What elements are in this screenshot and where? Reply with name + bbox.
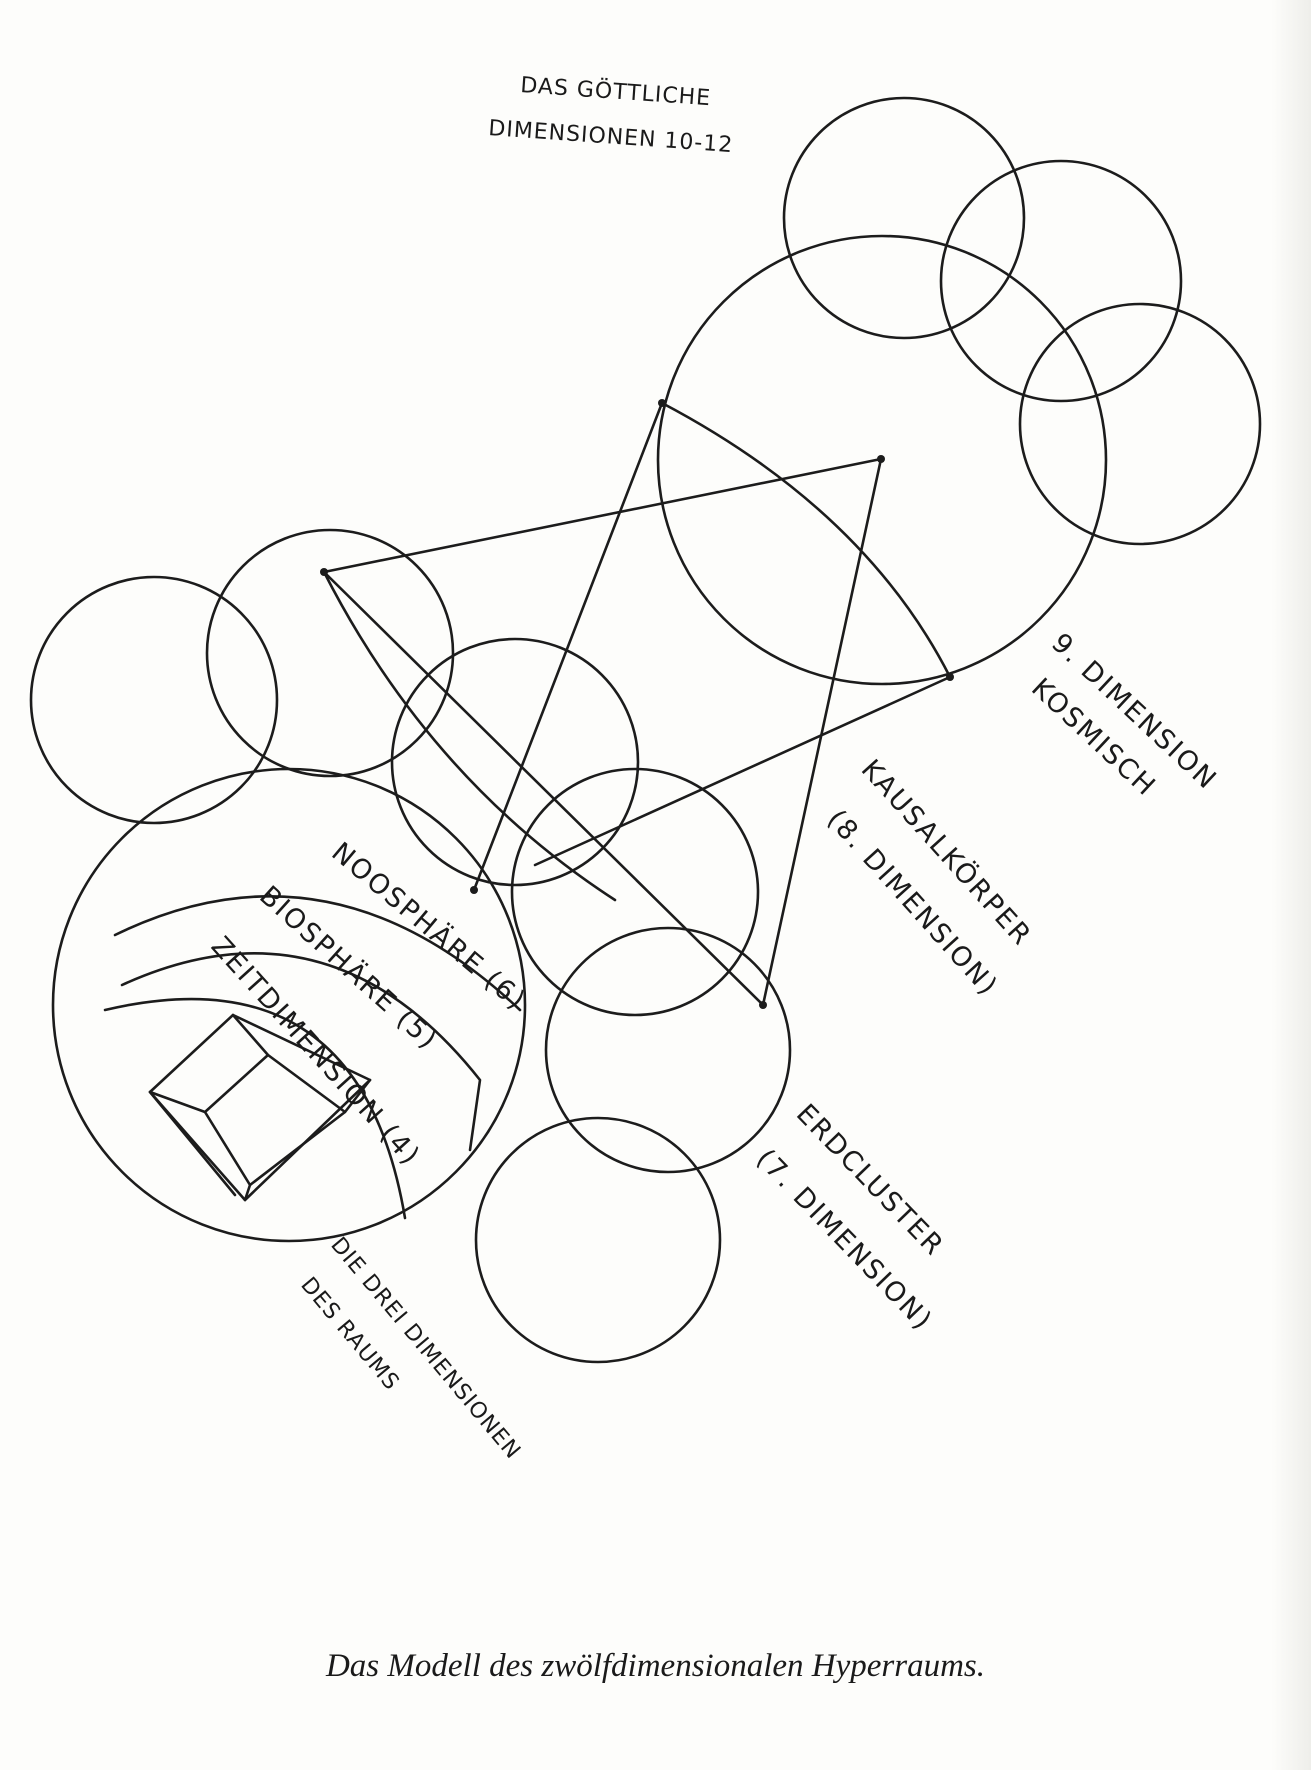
vertex-dots <box>320 399 954 1009</box>
sphere-dimensions-1-to-6 <box>51 767 527 1243</box>
circle-dimension-9-cosmic <box>656 234 1108 686</box>
figure-caption: Das Modell des zwölfdimensionalen Hyperr… <box>325 1648 986 1684</box>
circle-left-second <box>205 528 455 778</box>
circle-earth-cluster-upper <box>544 926 792 1174</box>
cube-three-dimensions <box>148 1013 372 1202</box>
arc-noosphere-boundary <box>113 895 522 1012</box>
triangle-upper <box>322 457 883 1007</box>
circle-earth-cluster-lower <box>474 1116 722 1364</box>
circle-causal-body <box>510 767 760 1017</box>
circle-dimension-11 <box>939 159 1183 403</box>
circle-dimension-12 <box>1018 302 1262 546</box>
quadrilateral-lower <box>472 401 952 892</box>
arc-time-dimension-boundary <box>103 997 407 1220</box>
circle-dimension-10 <box>782 96 1026 340</box>
circle-center-upper <box>390 637 640 887</box>
arc-connector <box>322 570 617 902</box>
label-divine-line1: DAS GÖTTLICHE <box>520 72 712 111</box>
arc-biosphere-boundary <box>120 952 482 1152</box>
label-divine-line2: DIMENSIONEN 10-12 <box>488 116 734 158</box>
label-dimension-7-line1: ERDCLUSTER <box>790 1098 950 1262</box>
circle-left-outer <box>29 575 279 825</box>
